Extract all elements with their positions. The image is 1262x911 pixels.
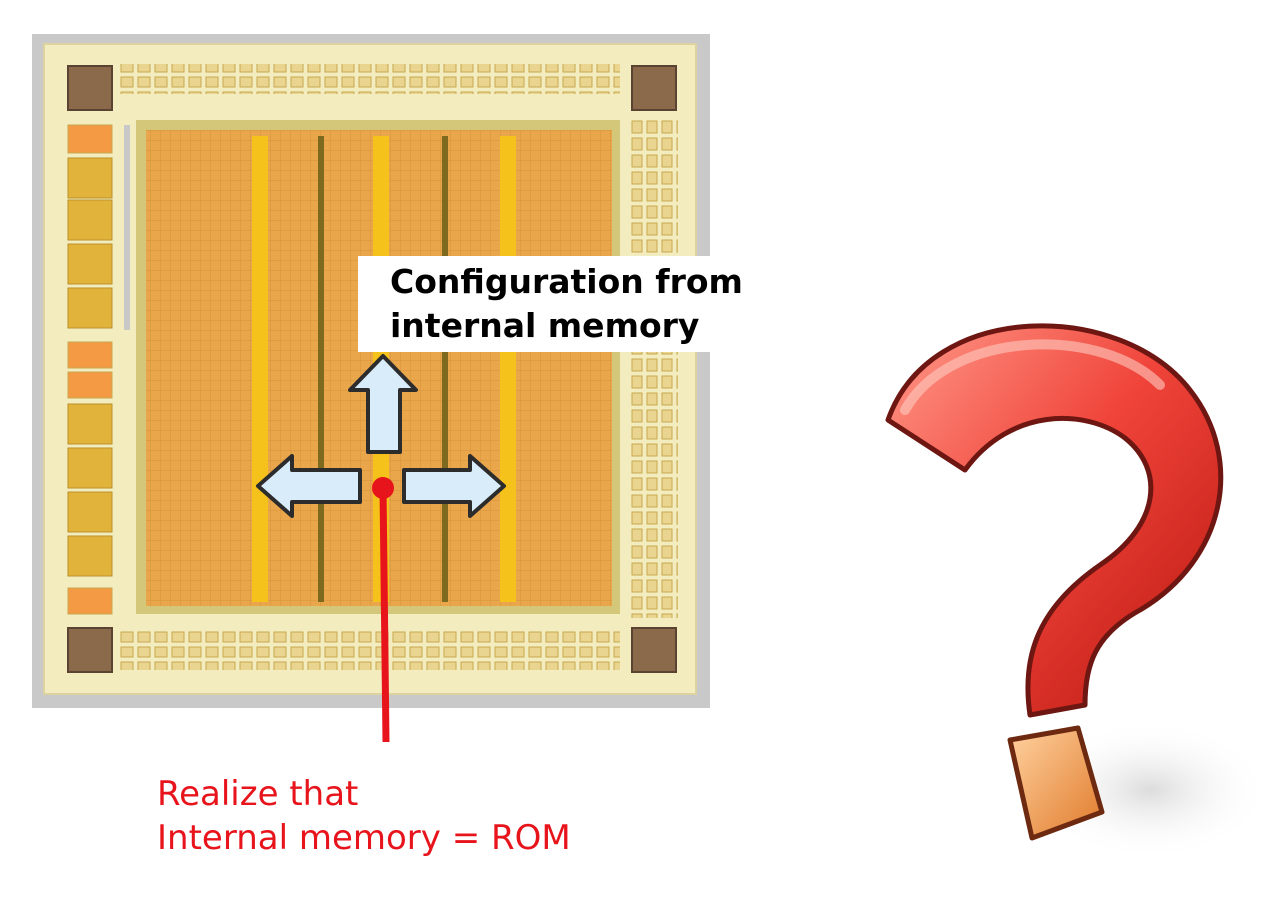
configuration-arrows <box>256 354 506 518</box>
corner-pad <box>631 65 677 111</box>
question-dot <box>1007 725 1105 841</box>
configuration-label: Configuration from internal memory <box>358 256 778 352</box>
corner-pad <box>67 65 113 111</box>
origin-dot <box>372 477 394 499</box>
configuration-label-line2: internal memory <box>390 306 700 345</box>
up-arrow <box>348 354 418 454</box>
dark-stripe <box>442 136 448 602</box>
rom-caption-line2: Internal memory = ROM <box>157 818 571 858</box>
rom-caption-line1: Realize that <box>157 774 359 814</box>
right-pin-column <box>630 120 678 618</box>
left-io-column <box>67 124 130 615</box>
left-arrow <box>256 454 362 518</box>
right-arrow <box>402 454 506 518</box>
yellow-stripe <box>252 136 268 602</box>
pointer-line <box>372 477 394 743</box>
rom-caption: Realize that Internal memory = ROM <box>157 772 571 860</box>
configuration-label-line1: Configuration from <box>390 262 743 301</box>
question-hook <box>885 323 1224 718</box>
top-pin-row <box>120 64 620 94</box>
bottom-pin-row <box>120 630 620 670</box>
corner-pad <box>67 627 113 673</box>
corner-pad <box>631 627 677 673</box>
dark-stripe <box>318 136 324 602</box>
question-mark-icon <box>885 323 1262 860</box>
yellow-stripe <box>500 136 516 602</box>
